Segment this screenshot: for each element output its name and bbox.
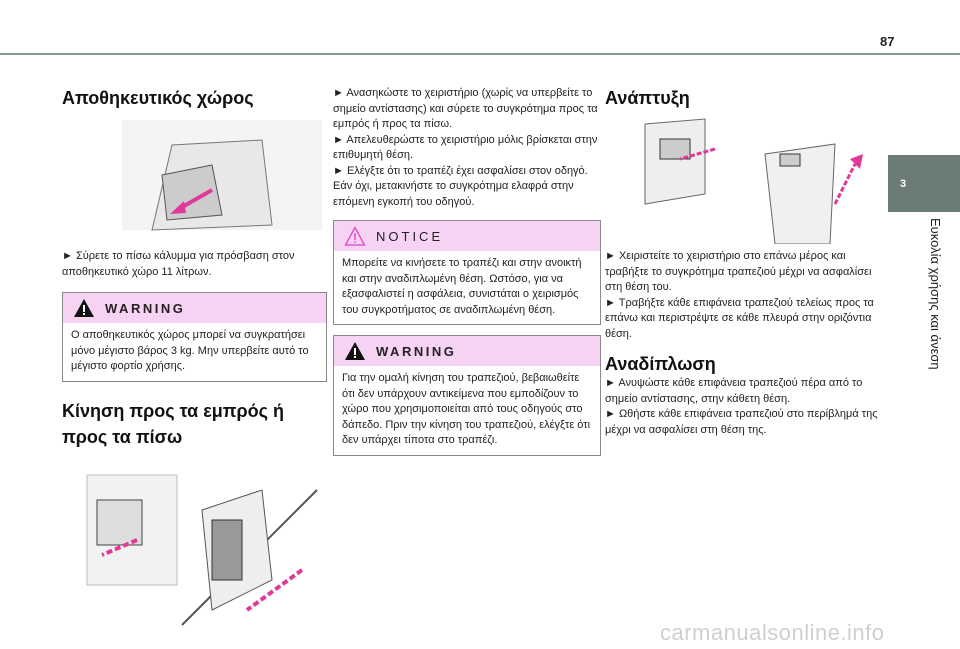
move-step-2: ► Απελευθερώστε το χειριστήριο μόλις βρί…: [333, 133, 598, 162]
warning-text: Ο αποθηκευτικός χώρος μπορεί να συγκρατή…: [71, 329, 309, 372]
header-rule: [0, 53, 960, 55]
warning-icon: [74, 299, 94, 317]
warning-label: WARNING: [376, 343, 457, 359]
section-title-storage: Αποθηκευτικός χώρος: [62, 88, 254, 108]
column-3: Ανάπτυξη ► Χειριστείτε το χειριστήριο στ…: [605, 86, 880, 438]
chapter-number: 3: [900, 177, 907, 190]
table-slide-illustration: [86, 474, 318, 626]
table-deploy-illustration: [644, 118, 863, 245]
notice-icon: [344, 226, 366, 246]
notice-text: Μπορείτε να κινήσετε το τραπέζι και στην…: [342, 257, 582, 316]
notice-box: NOTICE Μπορείτε να κινήσετε το τραπέζι κ…: [333, 220, 601, 325]
chapter-tab[interactable]: 3: [888, 155, 960, 212]
watermark: carmanualsonline.info: [660, 620, 885, 645]
warning-icon: [345, 342, 365, 360]
warning-text: Για την ομαλή κίνηση του τραπεζιού, βεβα…: [342, 372, 591, 446]
notice-label: NOTICE: [376, 228, 444, 244]
column-1: Αποθηκευτικός χώρος ► Σύρετε το πίσω κάλ…: [62, 86, 327, 635]
deploy-step-2: ► Τραβήξτε κάθε επιφάνεια τραπεζιού τελε…: [605, 296, 874, 340]
move-step-1: ► Ανασηκώστε το χειριστήριο (χωρίς να υπ…: [333, 87, 598, 130]
section-title-deploy: Ανάπτυξη: [605, 88, 690, 108]
chapter-title: Ευκολία χρήσης και άνεση: [928, 218, 943, 370]
page-number: 87: [880, 34, 895, 49]
warning-box-2: WARNING Για την ομαλή κίνηση του τραπεζι…: [333, 335, 601, 456]
fold-step-1: ► Ανυψώστε κάθε επιφάνεια τραπεζιού πέρα…: [605, 377, 863, 405]
section-title-move: Κίνηση προς τα εμπρός ή προς τα πίσω: [62, 400, 285, 447]
storage-instruction: ► Σύρετε το πίσω κάλυμμα για πρόσβαση στ…: [62, 250, 295, 278]
storage-illustration: [122, 120, 322, 231]
warning-label: WARNING: [105, 300, 186, 316]
section-title-fold: Αναδίπλωση: [605, 354, 716, 374]
move-step-3: ► Ελέγξτε ότι το τραπέζι έχει ασφαλίσει …: [333, 164, 588, 208]
warning-box: WARNING Ο αποθηκευτικός χώρος μπορεί να …: [62, 292, 327, 382]
deploy-step-1: ► Χειριστείτε το χειριστήριο στο επάνω μ…: [605, 250, 872, 293]
column-2: ► Ανασηκώστε το χειριστήριο (χωρίς να υπ…: [333, 86, 601, 456]
fold-step-2: ► Ωθήστε κάθε επιφάνεια τραπεζιού στο πε…: [605, 408, 878, 436]
